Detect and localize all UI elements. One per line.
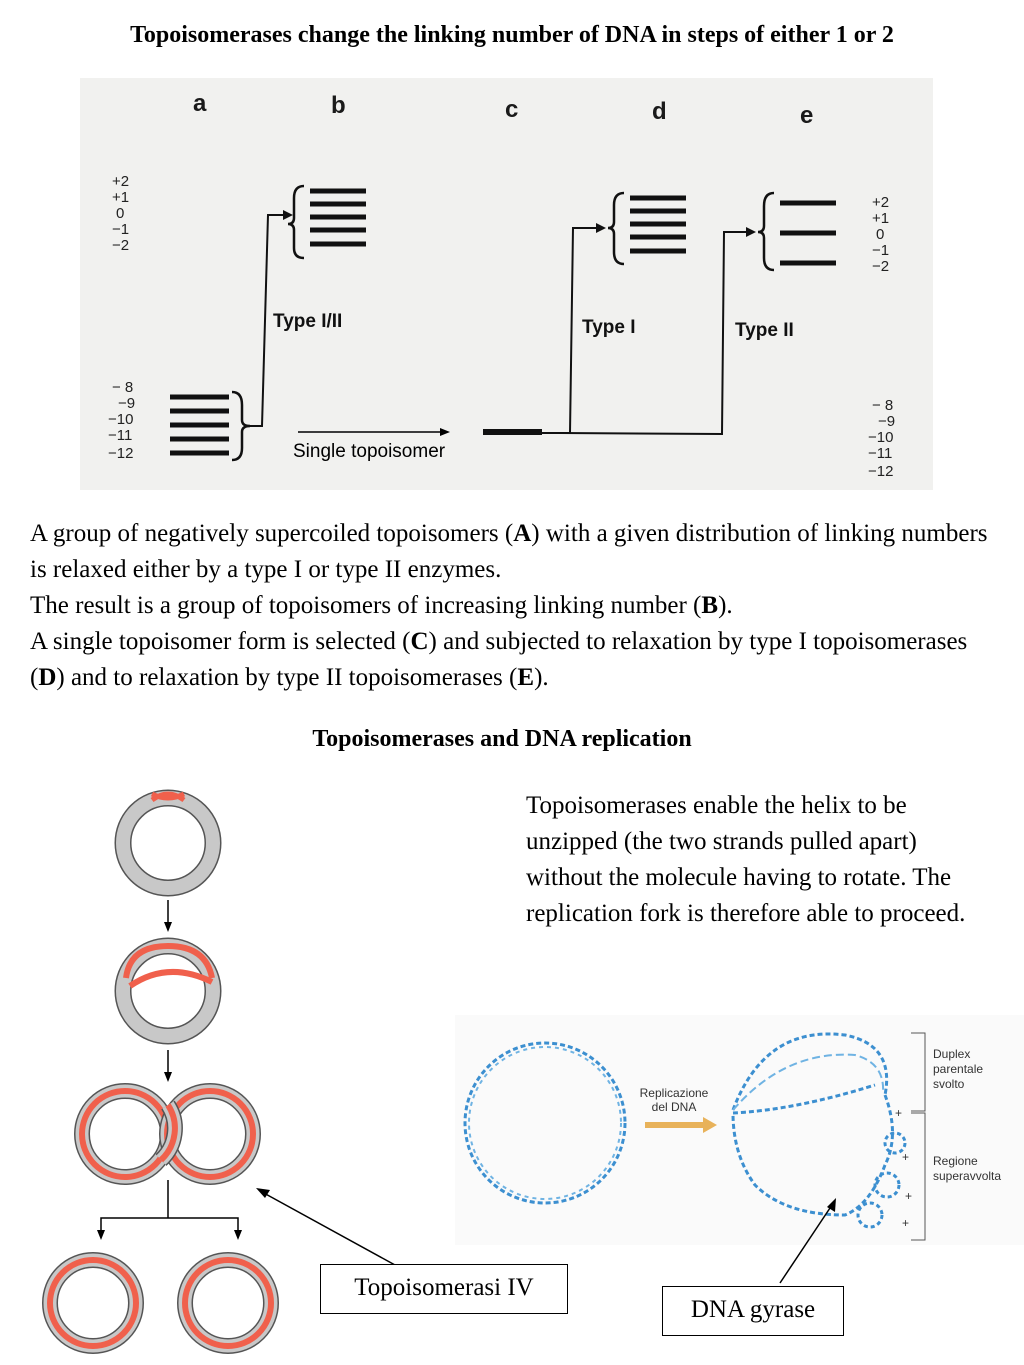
- svg-text:+: +: [902, 1216, 909, 1230]
- svg-text:−9: −9: [878, 413, 895, 430]
- svg-text:Duplex: Duplex: [933, 1047, 970, 1061]
- lane-a: a: [193, 90, 207, 117]
- catenane-rings: [74, 1083, 261, 1185]
- svg-text:+2: +2: [872, 194, 889, 211]
- ring-1: [114, 789, 222, 897]
- svg-text:+: +: [902, 1150, 909, 1164]
- svg-text:+1: +1: [112, 189, 129, 206]
- gyrase-figure: Replicazione del DNA + + + + Duplex pare…: [455, 1015, 1024, 1245]
- replication-arrow: Replicazione del DNA: [640, 1086, 717, 1133]
- svg-text:− 8: − 8: [112, 379, 133, 396]
- circular-dna: [463, 1041, 627, 1205]
- svg-text:−1: −1: [112, 221, 129, 238]
- svg-text:−12: −12: [868, 463, 893, 480]
- svg-text:+: +: [905, 1189, 912, 1203]
- svg-text:+2: +2: [112, 173, 129, 190]
- replicating-dna: [731, 1032, 907, 1229]
- gel-diagram: a b c d e +2 +1 0 −1 −2 − 8 −9 −10 −11 −…: [108, 90, 895, 480]
- lane-a-bands: [170, 394, 229, 456]
- svg-text:0: 0: [116, 205, 124, 222]
- dna-gyrase-label: DNA gyrase: [662, 1286, 844, 1336]
- svg-text:parentale: parentale: [933, 1062, 983, 1076]
- gyrase-arrow: [779, 1198, 836, 1284]
- lane-e: e: [800, 102, 813, 129]
- type-i-ii-label: Type I/II: [273, 311, 342, 332]
- type-ii-label: Type II: [735, 320, 794, 341]
- svg-text:−12: −12: [108, 445, 133, 462]
- svg-text:Replicazione: Replicazione: [640, 1086, 709, 1100]
- lane-e-bands: [780, 200, 836, 266]
- replication-description: Topoisomerases enable the helix to be un…: [526, 792, 966, 927]
- svg-text:0: 0: [876, 226, 884, 243]
- svg-text:−10: −10: [868, 429, 893, 446]
- svg-text:−10: −10: [108, 411, 133, 428]
- type-i-label: Type I: [582, 317, 636, 338]
- svg-text:+: +: [895, 1106, 902, 1120]
- replication-rings-diagram: [42, 789, 396, 1354]
- daughter-ring-2: [177, 1252, 279, 1354]
- svg-text:−11: −11: [108, 427, 132, 444]
- gel-figure: [80, 78, 933, 490]
- gel-caption: A group of negatively supercoiled topois…: [30, 520, 988, 691]
- svg-text:+1: +1: [872, 210, 889, 227]
- svg-text:−2: −2: [112, 237, 129, 254]
- lane-d-bands: [630, 195, 686, 254]
- svg-text:−2: −2: [872, 258, 889, 275]
- lane-b: b: [331, 92, 346, 119]
- left-scale: +2 +1 0 −1 −2 − 8 −9 −10 −11 −12: [108, 173, 135, 462]
- ring-2: [114, 937, 222, 1045]
- page-title: Topoisomerases change the linking number…: [130, 22, 894, 48]
- section-title: Topoisomerases and DNA replication: [312, 726, 692, 752]
- svg-text:− 8: − 8: [872, 397, 893, 414]
- single-topoisomer-label: Single topoisomer: [293, 441, 446, 462]
- topoisomerasi-iv-label: Topoisomerasi IV: [320, 1264, 568, 1314]
- daughter-ring-1: [42, 1252, 144, 1354]
- svg-text:del DNA: del DNA: [652, 1100, 697, 1114]
- svg-text:svolto: svolto: [933, 1077, 965, 1091]
- right-scale: +2 +1 0 −1 −2 − 8 −9 −10 −11 −12: [868, 194, 895, 480]
- svg-text:superavvolta: superavvolta: [933, 1169, 1001, 1183]
- svg-text:−11: −11: [868, 445, 892, 462]
- lane-b-bands: [310, 188, 366, 247]
- svg-text:Regione: Regione: [933, 1154, 978, 1168]
- svg-text:−1: −1: [872, 242, 889, 259]
- svg-text:−9: −9: [118, 395, 135, 412]
- lane-c: c: [505, 96, 518, 123]
- lane-d: d: [652, 98, 667, 125]
